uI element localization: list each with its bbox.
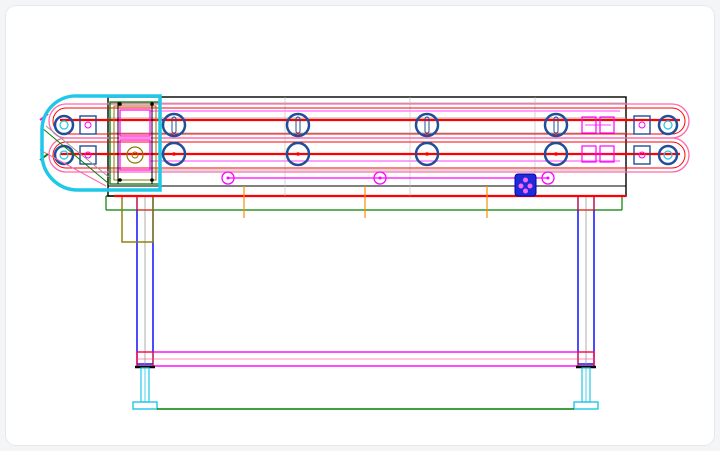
sprocket-icon [657, 144, 679, 166]
selection-highlight[interactable] [40, 94, 162, 192]
conveyor-drawing [39, 94, 690, 410]
bottom-track [221, 171, 555, 218]
bolt-icon [541, 171, 555, 185]
foot-pad-icon [132, 367, 158, 410]
conveyor-body [107, 96, 627, 198]
roller-lower-1 [161, 141, 187, 167]
motor-icon [514, 173, 537, 197]
bearing-block-icon [633, 115, 651, 165]
drive-housing [109, 101, 161, 185]
right-tail-blocks [581, 116, 615, 163]
roller-lower-2 [285, 141, 311, 167]
cad-canvas [6, 6, 714, 445]
roller-upper-4 [543, 112, 569, 138]
bearing-block-icon [79, 115, 97, 165]
roller-lower-4 [543, 141, 569, 167]
sprocket-icon [53, 114, 75, 136]
support-frame [105, 195, 623, 410]
roller-upper-3 [414, 112, 440, 138]
foot-pad-icon [573, 367, 599, 410]
bolt-icon [221, 171, 235, 185]
sprocket-icon [657, 114, 679, 136]
belt-lower [48, 137, 690, 173]
bolt-icon [373, 171, 387, 185]
roller-upper-2 [285, 112, 311, 138]
roller-upper-1 [161, 112, 187, 138]
roller-lower-3 [414, 141, 440, 167]
